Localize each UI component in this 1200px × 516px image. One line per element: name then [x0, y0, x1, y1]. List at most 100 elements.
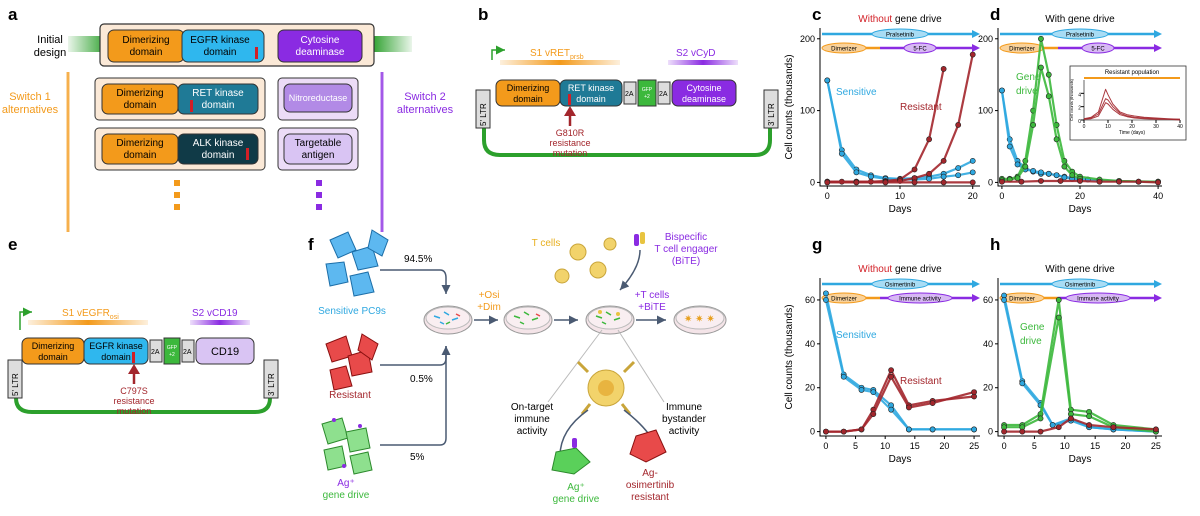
svg-text:✷ ✷ ✷: ✷ ✷ ✷	[684, 314, 715, 325]
x-tick-label-c: 0	[825, 191, 830, 201]
sensitive-pc9s-label: Sensitive PC9s	[318, 306, 386, 317]
t-cells-label: T cells	[532, 238, 561, 249]
annotation-d: drive	[1016, 86, 1038, 97]
panel-label-c: c	[812, 5, 821, 24]
panel-label-a: a	[8, 5, 18, 24]
x-tick-label-c: 10	[895, 191, 905, 201]
data-point-c	[940, 173, 947, 180]
axes-c	[819, 28, 980, 187]
panel-f: Sensitive PC9s Resistant Ag⁺ gene drive …	[318, 229, 727, 505]
data-point-c	[955, 165, 962, 171]
treatment-pill-2	[821, 42, 867, 54]
treatment-pill-3	[1081, 42, 1115, 54]
x-tick-label-d-inset: 0	[1083, 124, 1086, 130]
y-tick-label-d-inset: 2	[1078, 106, 1081, 112]
data-point-c	[853, 169, 860, 176]
annotation-c: Sensitive	[836, 87, 877, 98]
y-tick-label-h: 0	[988, 427, 993, 437]
data-point-h	[1037, 415, 1044, 422]
cd19-block: CD19	[211, 346, 239, 358]
data-point-d	[1077, 178, 1083, 184]
treatment-label-2: Dimerizer	[831, 297, 857, 303]
data-point-h	[1055, 424, 1062, 431]
svg-text:5' LTR: 5' LTR	[11, 373, 20, 396]
treatment-pill-3	[903, 42, 937, 54]
data-point-g	[870, 389, 877, 396]
treatment-pill-1	[1051, 28, 1109, 40]
svg-text:2A: 2A	[183, 349, 192, 356]
immune-synapse-icon	[576, 360, 636, 415]
data-point-c	[955, 172, 962, 179]
data-point-c	[868, 173, 874, 180]
x-axis-label-c: Days	[889, 204, 912, 215]
annotation-g: Resistant	[900, 376, 942, 387]
data-point-h	[1153, 426, 1159, 433]
data-point-c	[838, 150, 845, 157]
annotation-h: Gene	[1020, 322, 1045, 333]
s2-vcyd-label: S2 vCyD	[676, 48, 715, 59]
x-tick-label-d-inset: 10	[1105, 124, 1111, 130]
data-point-g	[905, 404, 912, 411]
data-point-g	[971, 389, 977, 396]
data-point-g	[929, 400, 936, 406]
y-tick-label-h: 20	[983, 383, 993, 393]
data-point-c	[969, 169, 976, 176]
y-tick-label-g: 0	[810, 427, 815, 437]
svg-text:GFP+2: GFP+2	[642, 87, 653, 100]
bite-icon	[634, 232, 645, 246]
treatment-pill-2	[821, 292, 867, 304]
treatment-label-2: Dimerizer	[1009, 47, 1035, 53]
data-point-g	[888, 367, 895, 374]
data-point-c	[969, 157, 976, 164]
x-tick-label-g: 20	[939, 441, 949, 451]
data-point-g	[888, 373, 895, 380]
inset-title: Resistant population	[1105, 70, 1159, 76]
data-point-d	[1061, 163, 1068, 170]
data-point-d	[1053, 136, 1060, 143]
series-line-h-3	[1004, 316, 1157, 433]
treatment-label-1: Osimertinib	[885, 283, 916, 289]
data-point-h	[1001, 297, 1007, 303]
x-tick-label-g: 15	[910, 441, 920, 451]
series-line-h-1	[1003, 299, 1156, 433]
panel-label-g: g	[812, 235, 822, 254]
series-line-g-0	[824, 293, 975, 431]
pct-sensitive: 94.5%	[404, 254, 432, 265]
data-point-g	[840, 428, 847, 435]
data-point-h	[1019, 428, 1026, 435]
y-tick-label-d: 200	[978, 34, 993, 44]
data-point-d	[1006, 143, 1013, 150]
series-line-d-inset-1	[1083, 98, 1180, 120]
data-point-g	[870, 411, 877, 417]
x-tick-label-g: 0	[823, 441, 828, 451]
treatment-label-3: Immune activity	[899, 297, 941, 303]
treatment-pill-3	[887, 292, 953, 304]
series-line-h-2	[1004, 298, 1157, 431]
x-tick-label-d-inset: 40	[1177, 124, 1183, 130]
data-point-d	[1038, 178, 1044, 184]
x-axis-label-d: Days	[1069, 204, 1092, 215]
y-axis-label-c: Cell counts (thousands)	[784, 54, 795, 159]
data-point-d	[1116, 178, 1122, 185]
svg-text:2A: 2A	[151, 349, 160, 356]
data-point-d	[1030, 168, 1037, 174]
annotation-h: drive	[1020, 336, 1042, 347]
axes-g	[819, 278, 980, 437]
data-point-c	[969, 179, 976, 186]
panel-label-b: b	[478, 5, 488, 24]
x-axis-label-h: Days	[1069, 454, 1092, 465]
treatment-pill-1	[1051, 278, 1109, 290]
resistant-cells-icon	[325, 333, 379, 391]
chart-title-d: With gene drive	[1045, 14, 1115, 25]
treatment-pill-1	[871, 278, 929, 290]
data-point-d	[1038, 64, 1044, 71]
treatment-label-3: Immune activity	[1077, 297, 1119, 303]
